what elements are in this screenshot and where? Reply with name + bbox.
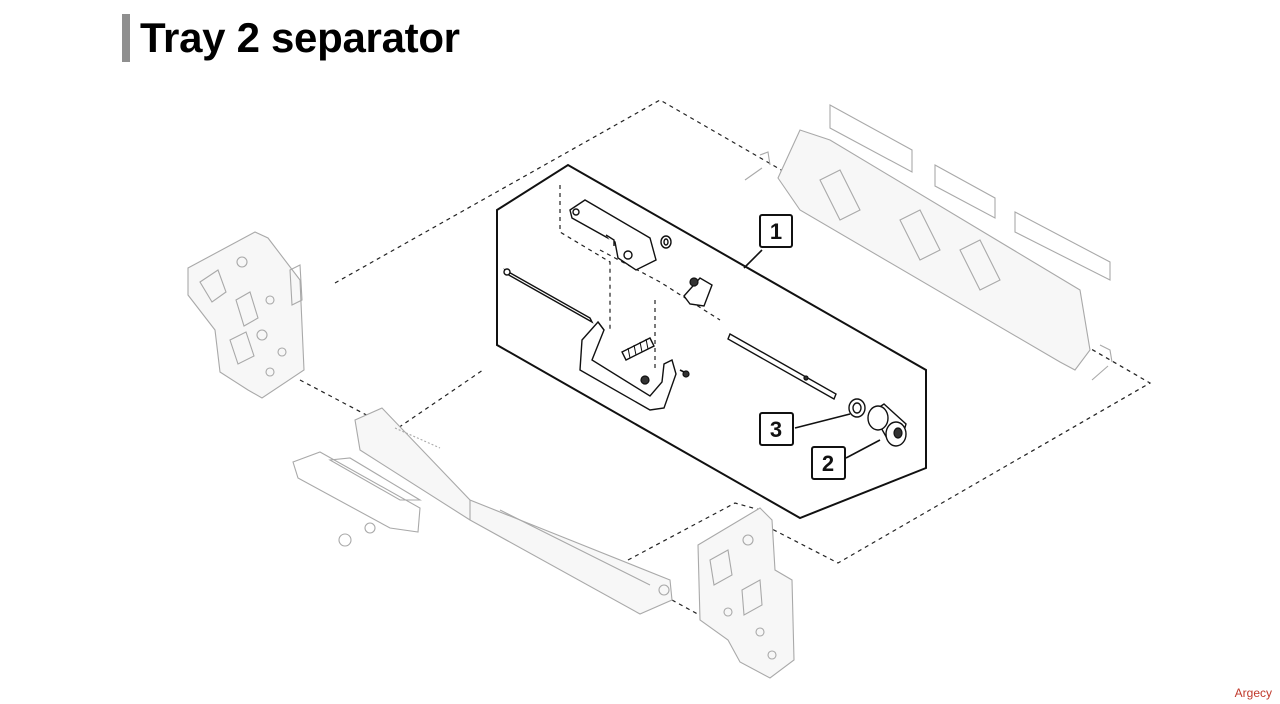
callout-3: 3 <box>759 412 794 446</box>
lower-bracket <box>579 320 677 411</box>
tension-spring <box>621 337 655 361</box>
right-frame-plate <box>697 507 795 679</box>
lower-guide-rail <box>292 407 673 615</box>
callout-1-leader <box>743 249 763 269</box>
brand-watermark: Argecy <box>1234 686 1272 700</box>
left-frame-plate <box>187 231 305 399</box>
page-title: Tray 2 separator <box>140 14 460 61</box>
upper-bushing <box>660 235 672 249</box>
upper-paper-guide <box>744 104 1113 381</box>
callout-3-leader <box>794 413 851 429</box>
shaft-clip <box>683 277 713 307</box>
callout-2: 2 <box>811 446 846 480</box>
svg-text:1: 1 <box>770 219 782 244</box>
assembly-dashed-frame <box>334 99 1152 564</box>
callout-2-leader <box>845 439 881 459</box>
svg-text:2: 2 <box>822 451 834 476</box>
small-screw <box>679 369 690 378</box>
separator-shaft <box>503 268 837 401</box>
title-accent-bar <box>122 14 130 62</box>
separator-assembly-frame <box>496 163 927 520</box>
upper-bracket <box>569 199 657 271</box>
bearing-part <box>848 398 866 418</box>
inner-dashed-guide <box>559 185 721 370</box>
svg-text:3: 3 <box>770 417 782 442</box>
bottom-dashed-link <box>627 502 761 561</box>
callout-1: 1 <box>759 214 793 248</box>
separator-roller <box>867 403 907 447</box>
